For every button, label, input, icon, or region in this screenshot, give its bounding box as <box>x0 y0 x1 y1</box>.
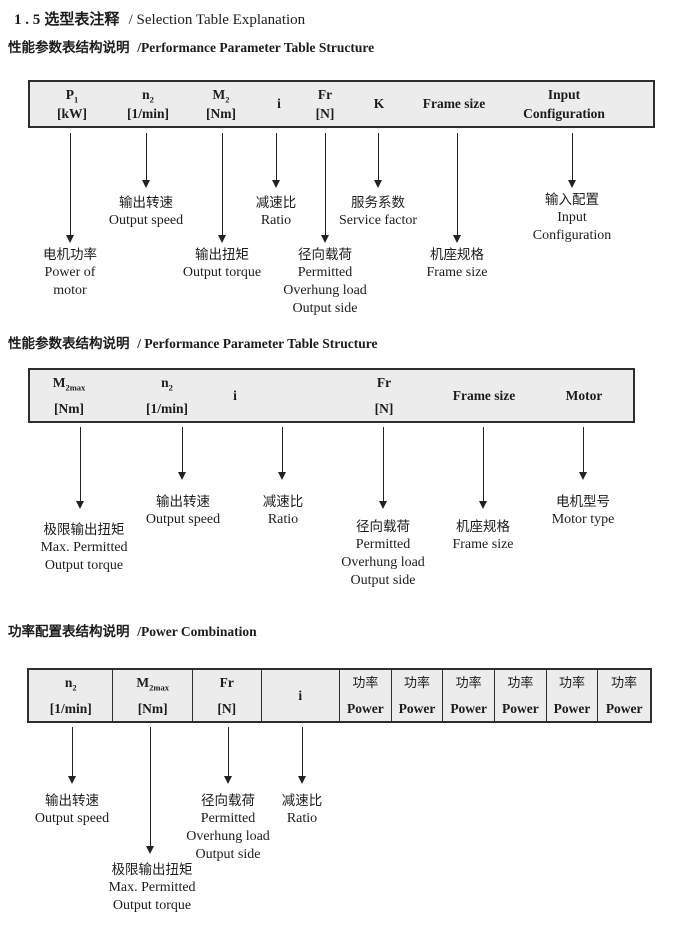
col-header-n2: n2 [1/min] <box>29 670 114 721</box>
col-header-m2max: M2max [Nm] <box>113 670 193 721</box>
callout-output-speed: 输出转速 Output speed <box>145 494 221 527</box>
col-header-n2: n2 [1/min] <box>146 370 188 421</box>
col-header-m2max: M2max [Nm] <box>53 370 86 421</box>
col-header-power-6: 功率 Power <box>605 675 643 716</box>
col-unit: [1/min] <box>146 400 188 416</box>
col-header-power-3: 功率 Power <box>443 670 496 721</box>
arrow-i <box>272 133 280 188</box>
col-header-i: i <box>277 96 281 112</box>
col-header-power-2: 功率 Power <box>392 670 444 721</box>
col-header-input-configuration: Input Configuration <box>523 87 605 121</box>
section2-heading: 性能参数表结构说明 / Performance Parameter Table … <box>8 332 377 352</box>
col-header-fr: Fr [N] <box>375 370 394 421</box>
col-symbol: Fr <box>317 87 333 102</box>
col-unit: [N] <box>374 400 394 416</box>
col-symbol: n2 <box>64 675 77 693</box>
section3-heading: 功率配置表结构说明 /Power Combination <box>8 620 257 640</box>
arrow-n2 <box>178 427 186 480</box>
arrow-k <box>374 133 382 188</box>
arrow-fr <box>321 133 329 243</box>
arrow-frame-size <box>453 133 461 243</box>
col-unit: [N] <box>217 700 237 716</box>
arrow-i <box>278 427 286 480</box>
col-symbol: P1 <box>65 87 79 105</box>
callout-ratio: 减速比 Ratio <box>281 793 323 826</box>
callout-overhung-load: 径向载荷 Permitted Overhung load Output side <box>283 247 367 316</box>
arrow-m2max <box>146 727 154 854</box>
callout-frame-size: 机座规格 Frame size <box>452 519 514 552</box>
col-symbol: Fr <box>219 675 234 690</box>
callout-motor-type: 电机型号 Motor type <box>551 494 615 527</box>
section3-heading-en: /Power Combination <box>137 624 257 639</box>
col-header-n2: n2 [1/min] <box>127 82 169 126</box>
callout-power-of-motor: 电机功率 Power of motor <box>43 247 97 298</box>
callout-service-factor: 服务系数 Service factor <box>338 195 418 228</box>
arrow-frame-size <box>479 427 487 509</box>
col-unit: [Nm] <box>206 105 236 121</box>
col-unit: [1/min] <box>127 105 169 121</box>
page-title-zh: 选型表注释 <box>44 11 120 28</box>
callout-ratio: 减速比 Ratio <box>255 195 297 228</box>
col-symbol: n2 <box>142 87 154 105</box>
arrow-n2 <box>68 727 76 784</box>
col-header-m2: M2 [Nm] <box>206 82 236 126</box>
performance-table-2-header: M2max [Nm] n2 [1/min] i Fr [N] Frame siz… <box>28 368 635 423</box>
callout-output-torque: 输出扭矩 Output torque <box>182 247 262 280</box>
col-header-power-4: 功率 Power <box>495 670 547 721</box>
arrow-m2max <box>76 427 84 509</box>
col-symbol: M2max <box>136 675 169 693</box>
callout-frame-size: 机座规格 Frame size <box>426 247 488 280</box>
arrow-motor <box>579 427 587 480</box>
callout-max-output-torque: 极限输出扭矩 Max. Permitted Output torque <box>40 522 128 573</box>
col-header-p1: P1 [kW] <box>57 82 87 126</box>
callout-overhung-load: 径向载荷 Permitted Overhung load Output side <box>186 793 270 862</box>
performance-table-1-header: P1 [kW] n2 [1/min] M2 [Nm] i Fr [N] K Fr… <box>28 80 655 128</box>
page-title-en: / Selection Table Explanation <box>128 12 306 28</box>
callout-output-speed: 输出转速 Output speed <box>34 793 110 826</box>
power-combination-table-header: n2 [1/min] M2max [Nm] Fr [N] i 功率 Power … <box>27 668 652 723</box>
col-header-power-1: 功率 Power <box>340 670 392 721</box>
col-unit: [N] <box>315 105 335 121</box>
col-header-k: K <box>373 96 385 112</box>
col-header-fr: Fr [N] <box>316 82 335 126</box>
section2-heading-zh: 性能参数表结构说明 <box>8 336 130 351</box>
col-unit: [Nm] <box>137 700 168 716</box>
col-header-frame-size: Frame size <box>422 96 486 112</box>
arrow-i <box>298 727 306 784</box>
callout-overhung-load: 径向载荷 Permitted Overhung load Output side <box>341 519 425 588</box>
section1-heading-en: /Performance Parameter Table Structure <box>137 40 375 55</box>
col-unit: [kW] <box>57 105 87 121</box>
section3-heading-zh: 功率配置表结构说明 <box>8 624 130 639</box>
col-header-fr: Fr [N] <box>193 670 262 721</box>
col-symbol: M2max <box>52 375 86 393</box>
arrow-fr <box>379 427 387 509</box>
col-symbol: Fr <box>376 375 392 390</box>
section1-heading-zh: 性能参数表结构说明 <box>8 40 130 55</box>
callout-max-output-torque: 极限输出扭矩 Max. Permitted Output torque <box>108 862 196 913</box>
section1-heading: 性能参数表结构说明 /Performance Parameter Table S… <box>8 36 374 56</box>
section2-heading-en: / Performance Parameter Table Structure <box>137 336 378 351</box>
callout-ratio: 减速比 Ratio <box>262 494 304 527</box>
col-header-power-5: 功率 Power <box>547 670 599 721</box>
arrow-m2 <box>218 133 226 243</box>
col-header-i: i <box>233 387 237 403</box>
callout-input-configuration: 输入配置 Input Configuration <box>532 192 612 243</box>
col-symbol: n2 <box>161 375 173 393</box>
arrow-n2 <box>142 133 150 188</box>
col-header-frame-size: Frame size <box>452 387 516 403</box>
col-symbol: M2 <box>212 87 230 105</box>
col-header-i: i <box>262 670 340 721</box>
col-unit: [Nm] <box>54 400 84 416</box>
page-title-number: 1 . 5 <box>14 12 41 28</box>
arrow-p1 <box>66 133 74 243</box>
col-unit: [1/min] <box>49 700 92 716</box>
callout-output-speed: 输出转速 Output speed <box>108 195 184 228</box>
arrow-input-configuration <box>568 133 576 188</box>
page-title: 1 . 5 选型表注释 / Selection Table Explanatio… <box>14 8 305 29</box>
arrow-fr <box>224 727 232 784</box>
col-header-motor: Motor <box>565 387 603 403</box>
